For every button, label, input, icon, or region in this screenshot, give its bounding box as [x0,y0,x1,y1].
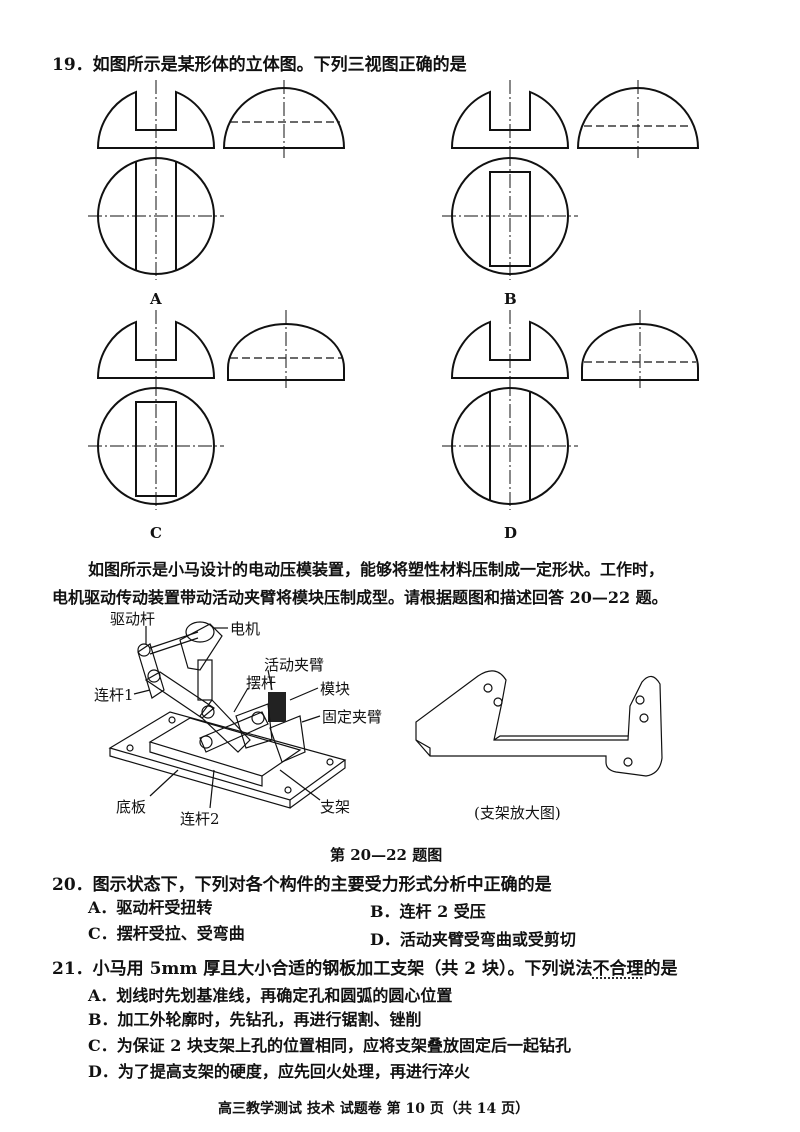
option-a-label: A [150,290,162,308]
q21-title-post: 的是 [643,959,678,979]
press-mechanism-drawing [108,621,347,809]
option-c-views [88,310,345,510]
intro-line-2: 电机驱动传动装置带动活动夹臂将模块压制成型。请根据题图和描述回答 20—22 题… [52,588,668,607]
q21-title-emphasis: 不合理 [592,959,644,979]
q20-option-b: B．连杆 2 受压 [370,902,486,921]
label-base: 底板 [116,798,147,816]
label-fixed-arm: 固定夹臂 [322,708,383,726]
q20-option-c: C．摆杆受拉、受弯曲 [88,924,245,943]
label-link-2: 连杆2 [180,810,220,828]
option-c-label: C [150,524,162,542]
q21-title-pre: 21．小马用 5mm 厚且大小合适的钢板加工支架（共 2 块）。下列说法 [52,959,593,979]
label-drive-rod: 驱动杆 [110,610,156,628]
q21-option-b: B．加工外轮廓时，先钻孔，再进行锯割、锉削 [88,1010,422,1029]
question-21-title: 21．小马用 5mm 厚且大小合适的钢板加工支架（共 2 块）。下列说法不合理的… [52,954,677,979]
figure-caption: 第 20—22 题图 [330,846,443,864]
option-d-label: D [504,524,518,542]
label-link-1: 连杆1 [94,686,134,704]
option-d-views [442,310,699,510]
label-bracket: 支架 [320,798,351,816]
option-a-views [88,80,346,280]
label-movable-arm: 活动夹臂 [264,656,325,674]
q21-option-d: D．为了提高支架的硬度，应先回火处理，再进行淬火 [88,1062,470,1081]
q20-option-d: D．活动夹臂受弯曲或受剪切 [370,930,576,949]
bracket-enlarged-drawing [415,670,663,777]
question-20-title: 20．图示状态下，下列对各个构件的主要受力形式分析中正确的是 [52,875,552,895]
question-19-title: 19．如图所示是某形体的立体图。下列三视图正确的是 [52,55,467,75]
q21-option-a: A．划线时先划基准线，再确定孔和圆弧的圆心位置 [88,986,453,1005]
q21-option-c: C．为保证 2 块支架上孔的位置相同，应将支架叠放固定后一起钻孔 [88,1036,572,1055]
bracket-enlarged-caption: (支架放大图) [474,804,561,822]
q20-option-a: A．驱动杆受扭转 [88,898,213,917]
option-b-label: B [504,290,517,308]
page-footer: 高三教学测试 技术 试题卷 第 10 页（共 14 页） [218,1101,530,1117]
option-b-views [442,80,700,280]
label-swing-rod: 摆杆 [246,674,277,692]
label-mold: 模块 [320,680,351,698]
label-motor: 电机 [230,620,261,638]
intro-line-1: 如图所示是小马设计的电动压模装置，能够将塑性材料压制成一定形状。工作时， [88,560,665,579]
